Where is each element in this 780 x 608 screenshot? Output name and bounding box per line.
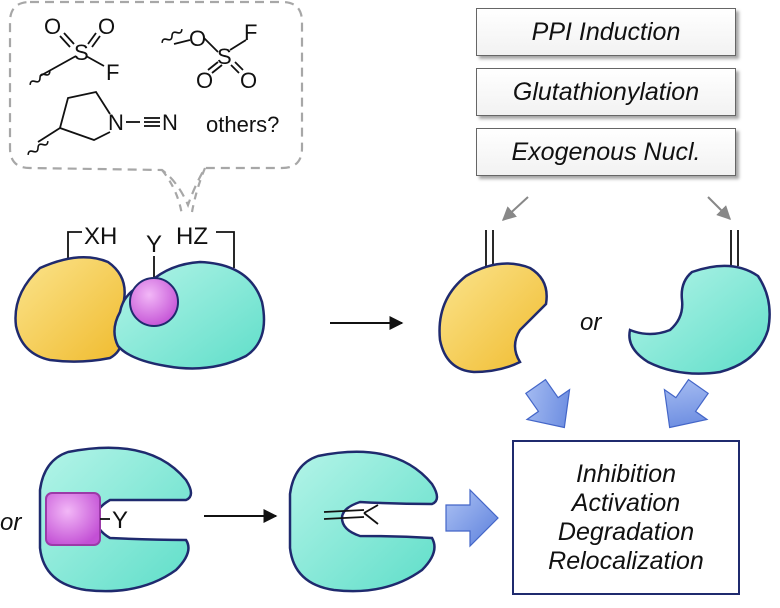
trigger-box-exogenous-nucleophile: Exogenous Nucl.	[476, 128, 736, 176]
trigger-arrow-right	[707, 196, 731, 220]
trigger-arrow-left	[501, 196, 529, 221]
outcome-relocalization: Relocalization	[548, 546, 704, 575]
trigger-box-ppi-induction: PPI Induction	[476, 8, 736, 56]
wavy-bond	[27, 141, 49, 155]
fs-o-bridge-label: O	[189, 26, 206, 51]
cyanamide-nitrile-n-label: N	[162, 110, 178, 135]
outcome-activation: Activation	[571, 488, 681, 517]
trigger-label: Exogenous Nucl.	[511, 137, 701, 166]
linker-left	[67, 231, 82, 262]
callout-tail	[161, 169, 184, 216]
sf-o1-label: O	[44, 14, 61, 39]
cyanamide-structure: N N	[27, 90, 178, 155]
ligand-sphere	[129, 277, 179, 327]
fs-f-label: F	[244, 20, 257, 45]
others-label: others?	[206, 112, 279, 137]
block-arrow-bottom	[445, 488, 499, 548]
alkene-mark-bottom	[323, 509, 365, 513]
sulfonyl-fluoride-structure: O O S F	[29, 14, 119, 85]
trigger-box-glutathionylation: Glutathionylation	[476, 68, 736, 116]
wavy-bond	[29, 71, 51, 85]
c-shaped-protein	[38, 446, 193, 593]
y-label: Y	[146, 231, 162, 258]
callout-tail	[190, 167, 207, 213]
trigger-label: PPI Induction	[531, 17, 681, 46]
sf-o2-label: O	[98, 14, 115, 39]
xh-label: XH	[84, 223, 117, 250]
alkene-mark-bottom	[323, 516, 365, 520]
cyanamide-n-label: N	[108, 110, 124, 135]
block-arrow-left	[524, 378, 571, 429]
yellow-protein	[14, 256, 126, 363]
sf-s-label: S	[74, 40, 89, 65]
bottom-y-label: Y	[112, 507, 128, 534]
labeled-c-shaped-protein	[288, 450, 439, 593]
fs-o3-label: O	[240, 68, 257, 93]
hz-label: HZ	[176, 223, 208, 250]
alkene-mark-bottom	[363, 504, 379, 514]
trigger-label: Glutathionylation	[512, 77, 700, 106]
outcome-inhibition: Inhibition	[575, 459, 677, 488]
wavy-bond	[161, 29, 183, 43]
block-arrow-right	[663, 378, 710, 429]
outcome-degradation: Degradation	[557, 517, 695, 546]
fs-o2-label: O	[196, 68, 213, 93]
ligand-block	[45, 492, 101, 546]
or-label-middle: or	[580, 309, 602, 336]
alkene-mark-bottom	[363, 512, 379, 525]
outcome-box: Inhibition Activation Degradation Reloca…	[512, 440, 740, 595]
or-label-bottom: or	[0, 509, 22, 536]
linker-right	[216, 231, 235, 268]
fluorosulfate-structure: O S F O O	[161, 20, 257, 93]
fs-s-label: S	[217, 44, 232, 69]
warhead-callout-outline	[8, 0, 304, 209]
labeled-yellow-protein	[438, 262, 548, 374]
sf-f-label: F	[106, 60, 119, 85]
labeled-cyan-protein	[628, 264, 771, 375]
